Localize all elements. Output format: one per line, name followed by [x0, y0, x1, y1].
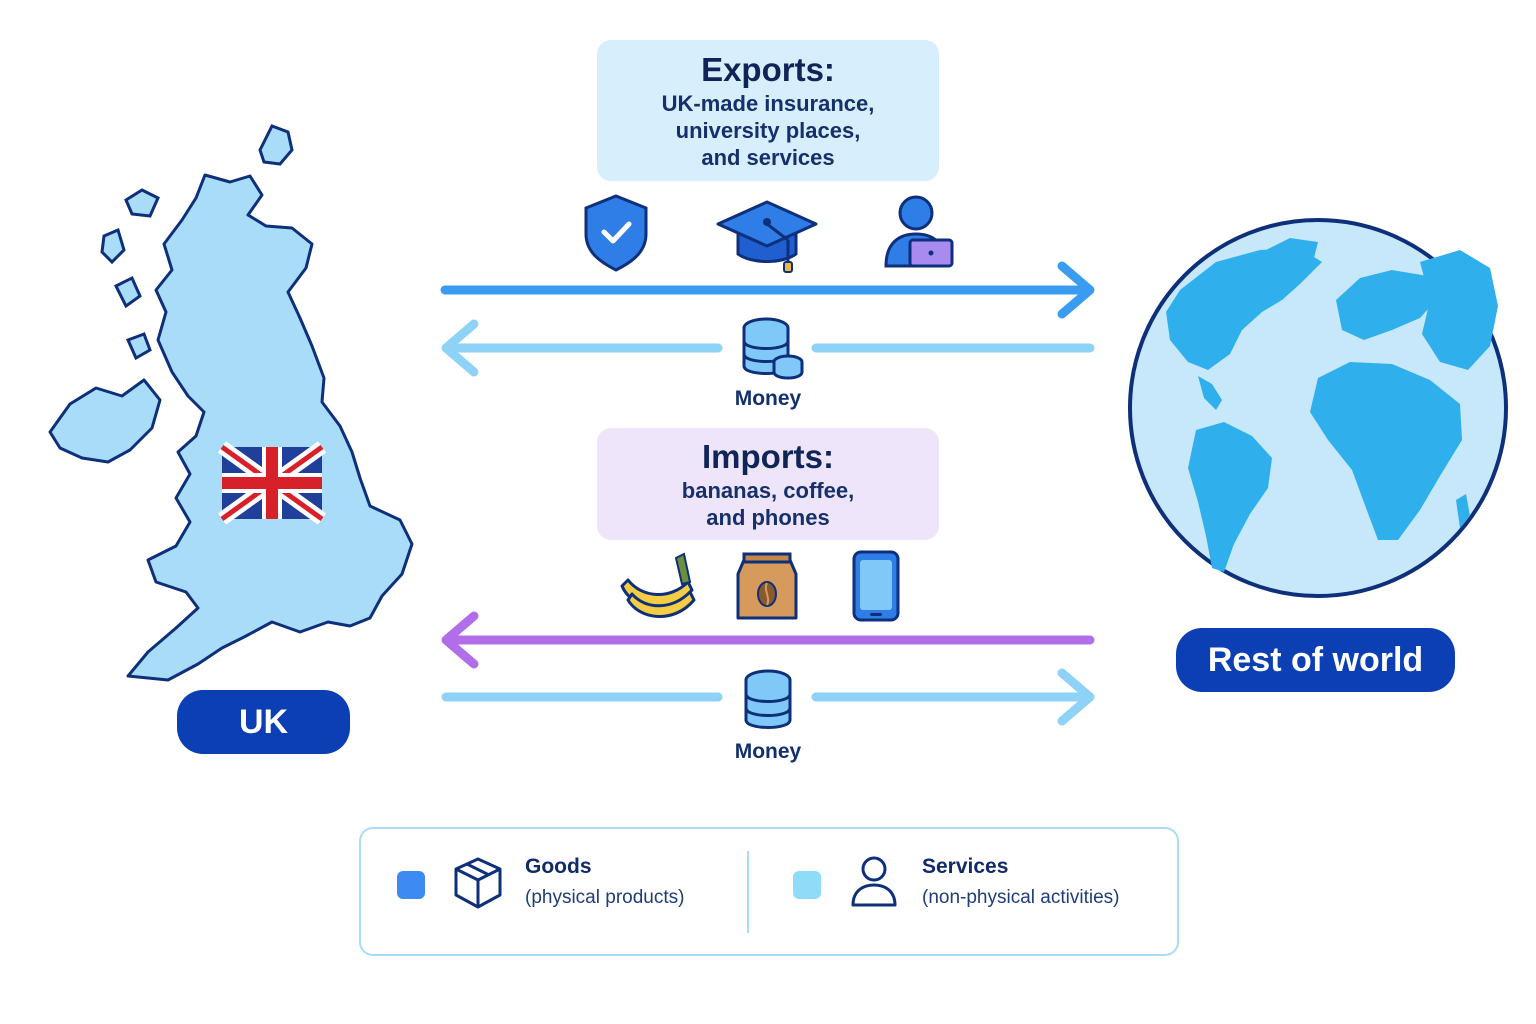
money-label-top: Money — [734, 387, 802, 410]
exports-box: Exports: UK-made insurance, university p… — [597, 40, 939, 181]
exports-title: Exports: — [701, 51, 835, 88]
phone-icon — [852, 550, 900, 622]
services-title: Services — [922, 855, 1009, 878]
union-flag-icon — [217, 441, 327, 525]
globe-icon — [1128, 218, 1508, 598]
imports-title: Imports: — [702, 438, 834, 475]
goods-title: Goods — [525, 855, 592, 878]
uk-label: UK — [177, 690, 350, 754]
export-arrow — [440, 261, 1095, 319]
coin-stack-icon — [744, 669, 792, 729]
legend: Goods (physical products) Services (non-… — [359, 827, 1179, 956]
graduation-cap-icon — [716, 200, 818, 273]
uk-map-icon — [48, 124, 414, 682]
box-icon — [454, 857, 502, 909]
bananas-icon — [620, 552, 696, 618]
rest-of-world-label: Rest of world — [1176, 628, 1455, 692]
services-subtitle: (non-physical activities) — [922, 887, 1120, 908]
person-icon — [851, 856, 897, 907]
services-swatch — [793, 871, 821, 899]
person-laptop-icon — [884, 195, 954, 268]
money-arrow-to-world — [441, 668, 1095, 726]
money-label-bottom: Money — [734, 740, 802, 763]
imports-description: bananas, coffee, and phones — [681, 478, 855, 530]
imports-box: Imports: bananas, coffee, and phones — [597, 428, 939, 540]
import-arrow — [441, 611, 1095, 669]
legend-divider — [747, 851, 749, 933]
coffee-bag-icon — [736, 552, 798, 620]
coin-stack-icon — [742, 317, 804, 380]
shield-check-icon — [584, 194, 648, 272]
goods-swatch — [397, 871, 425, 899]
goods-subtitle: (physical products) — [525, 887, 685, 908]
money-arrow-to-uk — [441, 319, 1095, 377]
exports-description: UK-made insurance, university places, an… — [661, 91, 875, 170]
